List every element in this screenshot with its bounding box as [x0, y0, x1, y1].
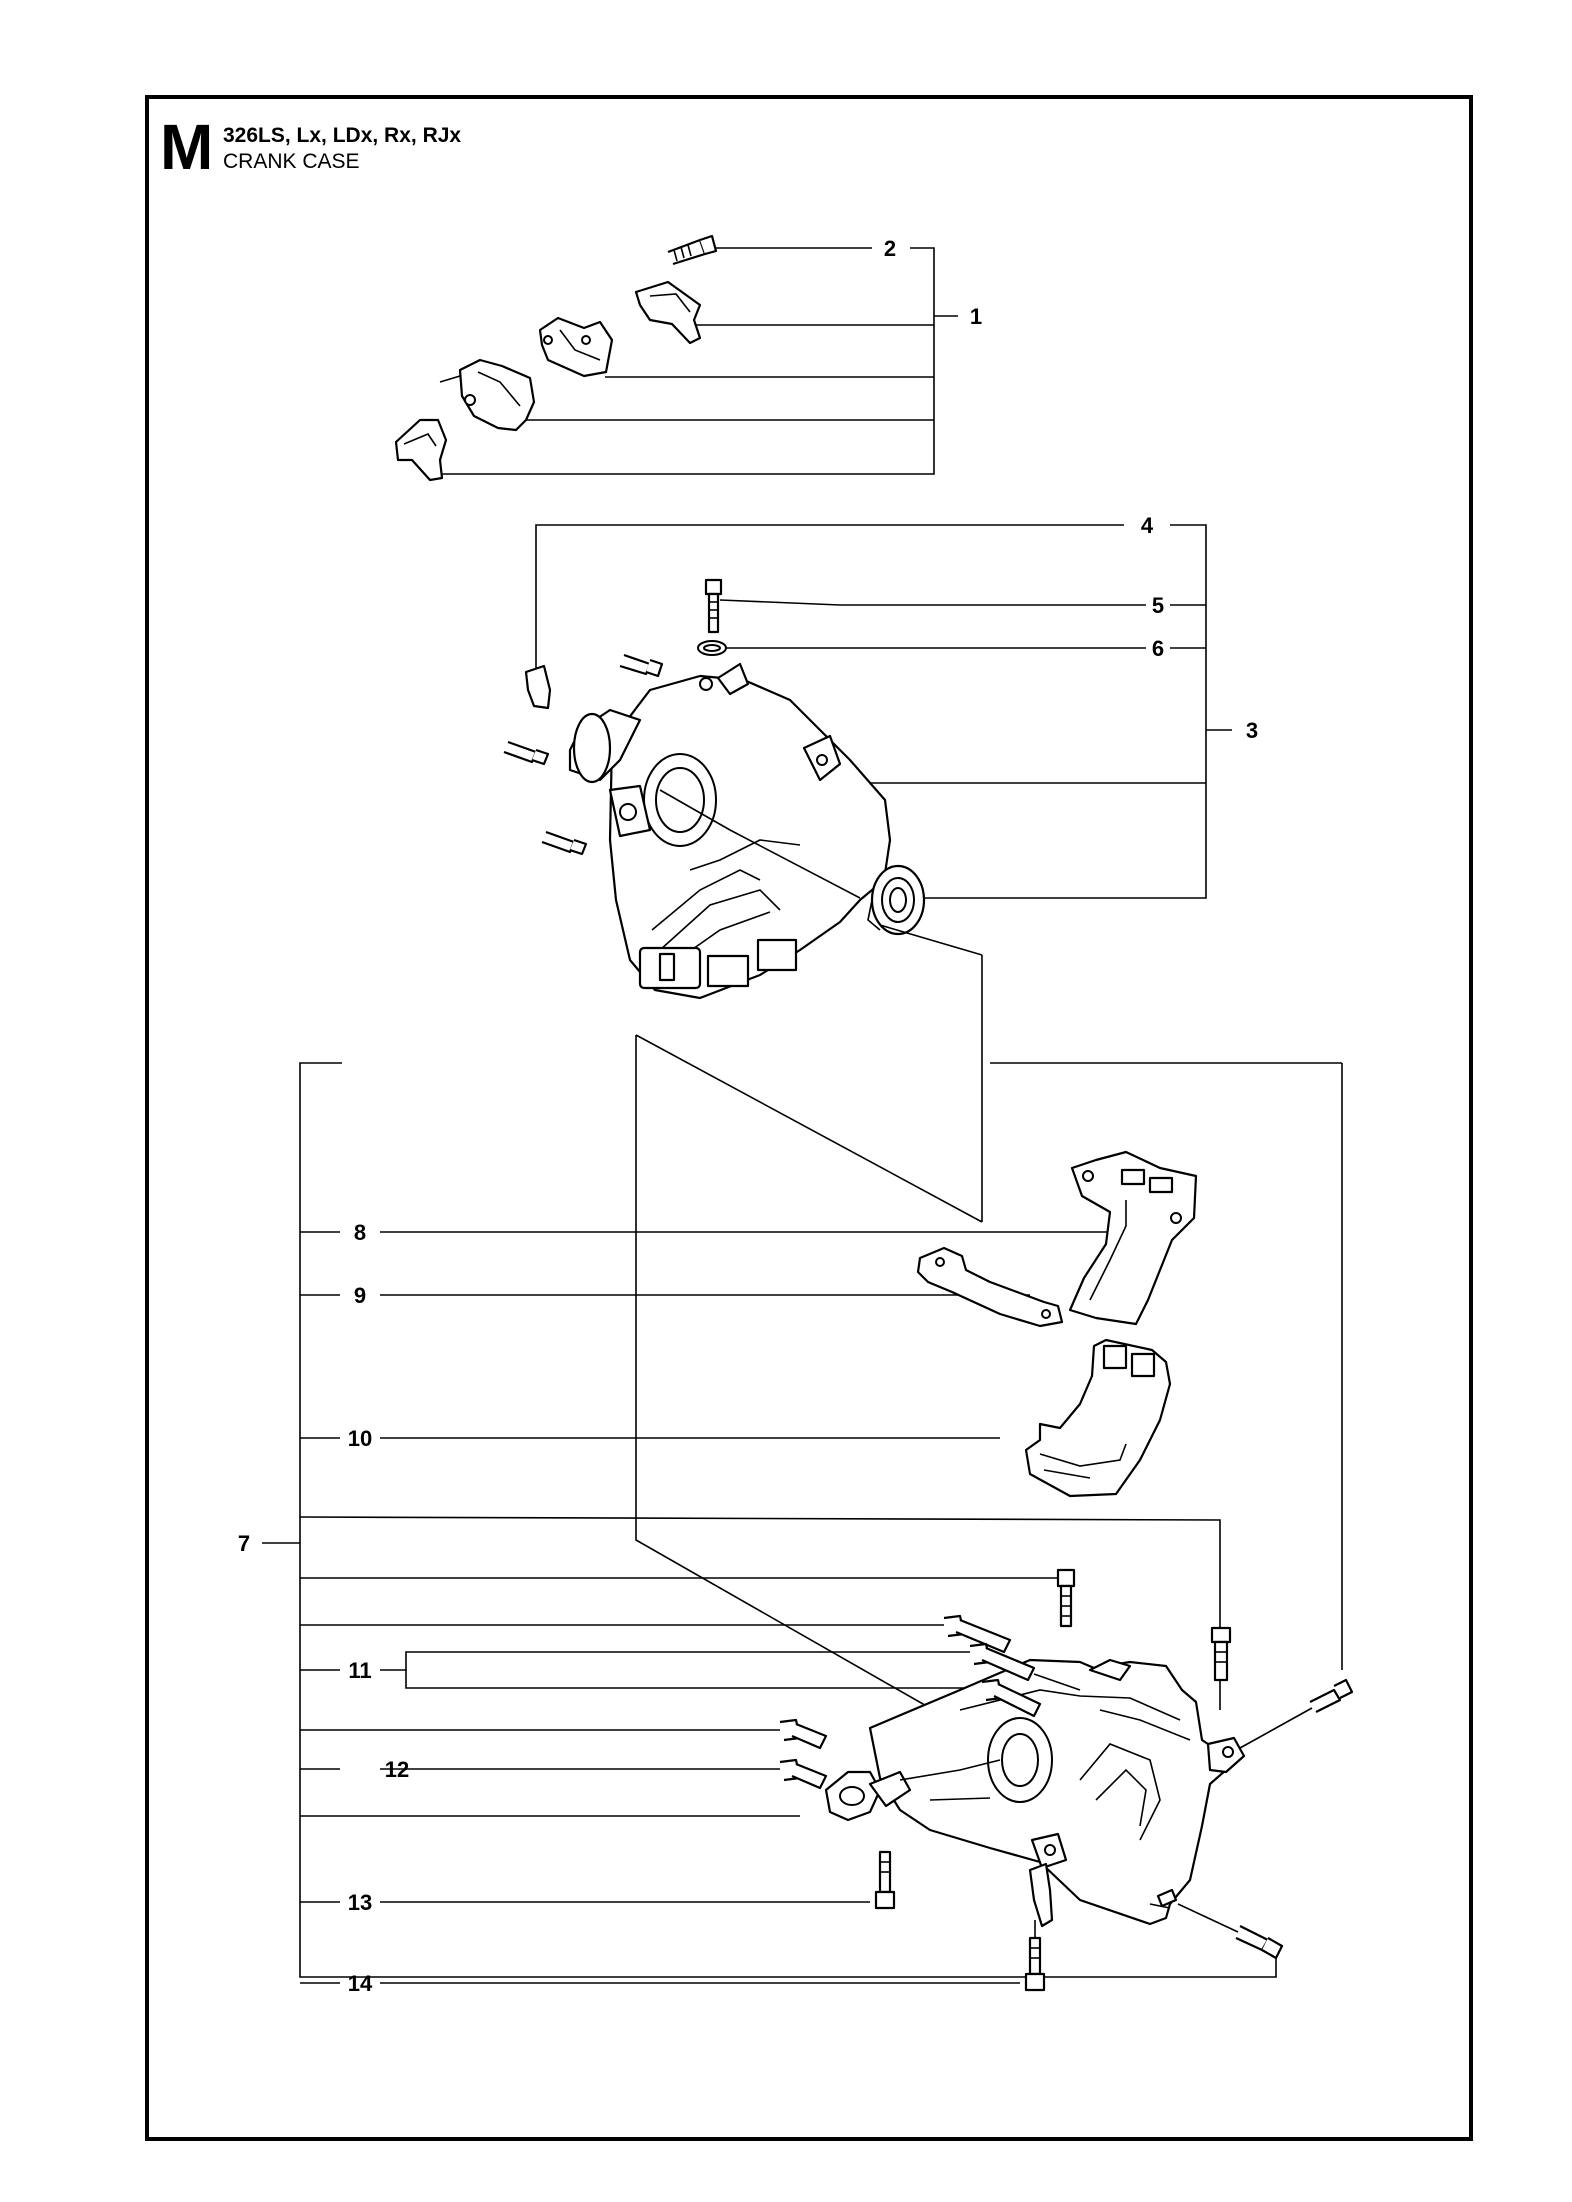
screw-lower-left [541, 830, 588, 856]
screw-right-edge [1239, 1678, 1354, 1749]
clamp-bracket-lower [439, 358, 536, 432]
callout-1: 1 [970, 304, 982, 329]
callout-7: 7 [238, 1531, 250, 1556]
clamp-bracket-upper [538, 316, 614, 378]
screw-mid-left [503, 740, 550, 766]
section-title: CRANK CASE [223, 150, 360, 173]
clamp-half-upper [634, 280, 702, 345]
leader-lines-group-7 [262, 924, 1343, 1984]
leader-lines-group-3 [535, 524, 1232, 899]
screw-part-14 [1024, 1920, 1046, 1992]
gasket-part-8 [1068, 1150, 1198, 1326]
plate-part-9 [916, 1246, 1064, 1328]
insulator-part-10 [1024, 1338, 1172, 1498]
callout-14: 14 [348, 1971, 373, 1996]
screw-part-13 [874, 1850, 896, 1910]
callout-13: 13 [348, 1890, 372, 1915]
callout-5: 5 [1152, 593, 1164, 618]
callout-2: 2 [884, 236, 896, 261]
screw-12-pair [779, 1718, 828, 1790]
callout-8: 8 [354, 1220, 366, 1245]
callout-12: 12 [385, 1757, 409, 1782]
clip-part-4 [524, 664, 552, 710]
screw-vertical-right [1210, 1626, 1232, 1682]
callout-4: 4 [1141, 513, 1154, 538]
clamp-half-lower [394, 418, 448, 482]
callout-6: 6 [1152, 636, 1164, 661]
bearing [867, 864, 926, 936]
washer-part-6 [697, 640, 727, 656]
screw-part-2 [667, 234, 718, 266]
screw-part-5 [704, 578, 723, 634]
crank-case-half-7 [824, 1658, 1246, 1928]
screw-vertical-center [1056, 1568, 1076, 1628]
callout-10: 10 [348, 1426, 372, 1451]
screw-bottom-right [1177, 1903, 1284, 1960]
model-list: 326LS, Lx, LDx, Rx, RJx [223, 124, 462, 147]
crank-case-half-3 [568, 662, 892, 1000]
section-letter: M [160, 111, 213, 183]
callout-11: 11 [348, 1658, 371, 1683]
drawing-frame [145, 95, 1473, 2141]
callout-9: 9 [354, 1283, 366, 1308]
screw-upper-left [619, 653, 664, 678]
leader-lines-group-1 [440, 247, 958, 475]
screw-11-pair [943, 1614, 1081, 1718]
callout-3: 3 [1246, 718, 1258, 743]
